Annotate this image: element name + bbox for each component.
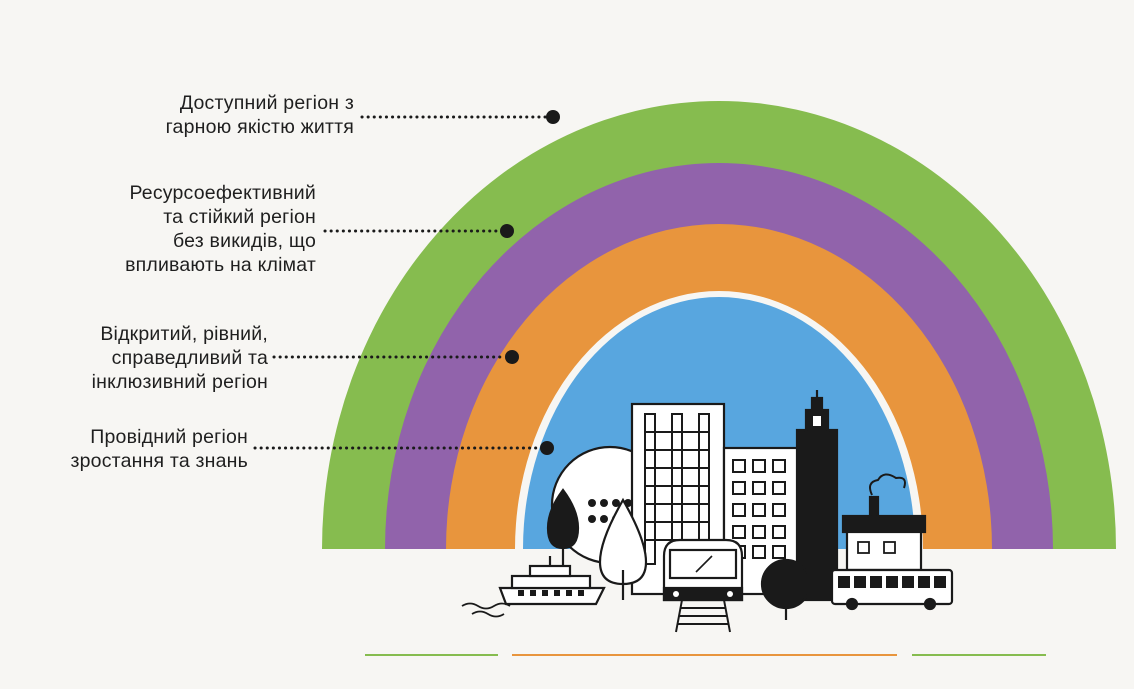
ring-purple [385, 163, 1053, 549]
leader-dot-orange [505, 350, 519, 364]
label-green-ring: Доступний регіон з гарною якістю життя [165, 92, 354, 138]
leader-lines [253, 115, 548, 450]
house-icon [841, 473, 927, 572]
ferry-icon [461, 556, 606, 618]
leader-dot-purple [500, 224, 514, 238]
round-tree-icon [760, 558, 812, 620]
label-orange-ring: Відкритий, рівний, справедливий та інклю… [91, 323, 268, 393]
city-illustration [455, 390, 970, 633]
train-icon [662, 538, 744, 633]
leader-dot-green [546, 110, 560, 124]
tree-outline-icon [598, 497, 648, 600]
label-purple-ring: Ресурсоефективний та стійкий регіон без … [125, 182, 316, 276]
ring-orange [446, 224, 992, 549]
label-blue-ring: Провідний регіон зростання та знань [70, 426, 248, 472]
ring-green [322, 101, 1116, 549]
bus-icon [830, 568, 954, 611]
leader-dot-blue [540, 441, 554, 455]
leader-dots [500, 110, 560, 455]
building-icon [630, 402, 726, 596]
